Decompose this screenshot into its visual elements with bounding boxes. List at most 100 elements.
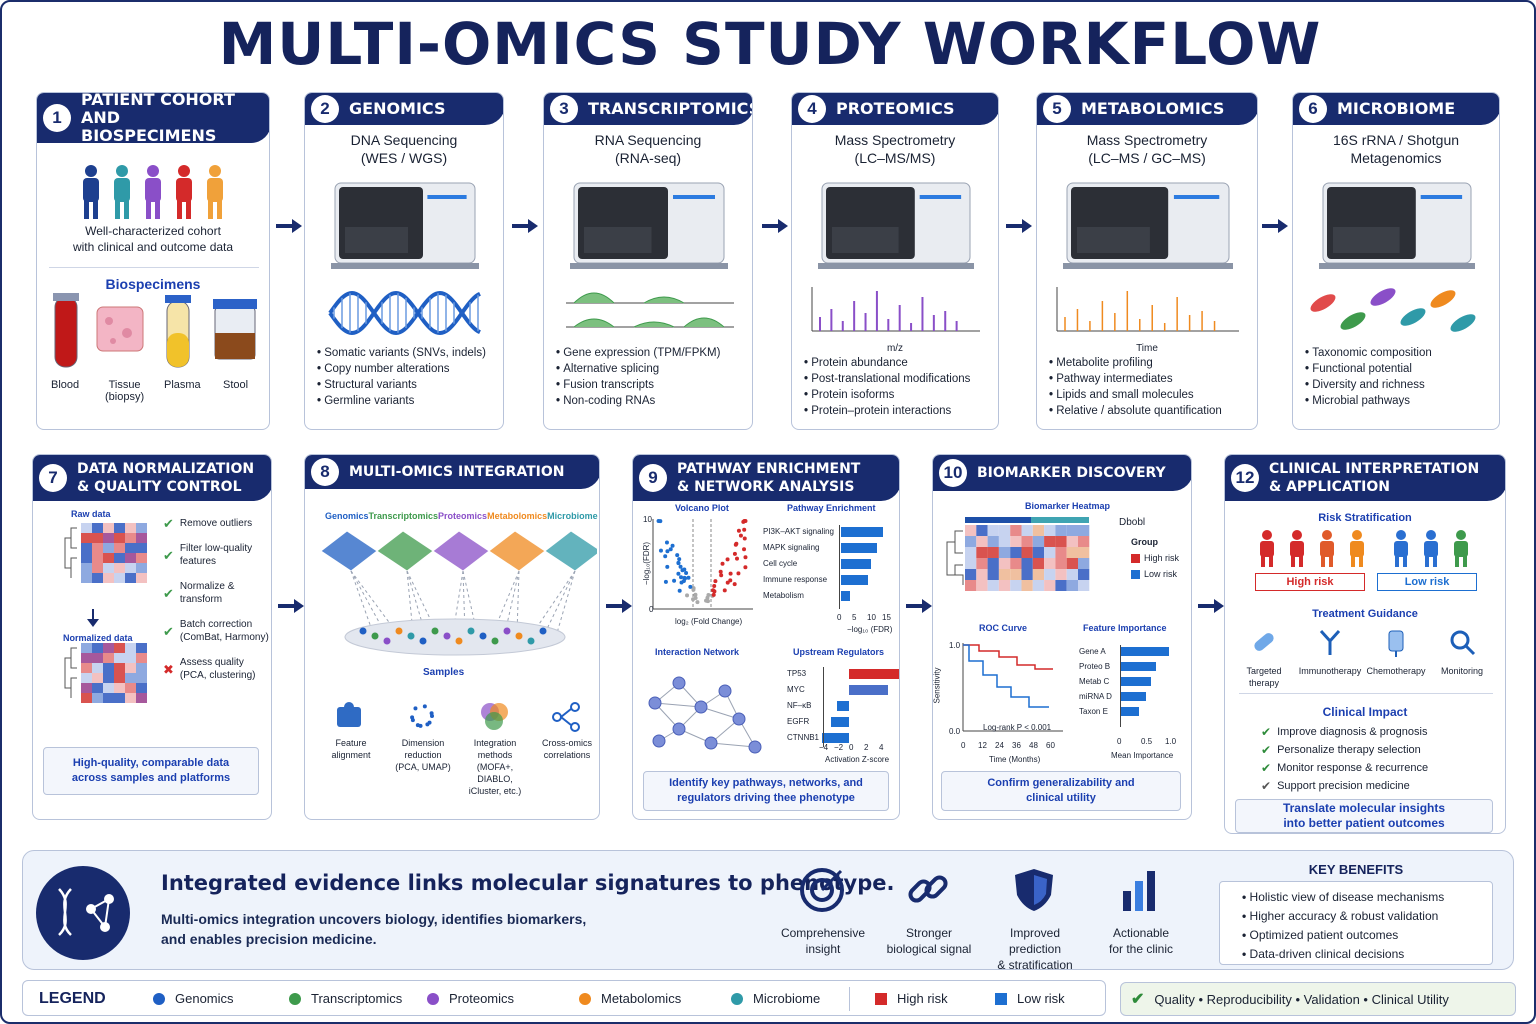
roc-tick: 0	[961, 741, 966, 750]
impact-item: ✔Monitor response & recurrence	[1261, 761, 1429, 775]
flow-arrow-icon	[1198, 599, 1224, 613]
regulator-label: CTNNB1	[787, 733, 820, 742]
feature-item: Post-translational modifications	[804, 371, 970, 387]
treatment-title: Treatment Guidance	[1312, 608, 1418, 620]
feature-label: Proteo B	[1079, 662, 1111, 671]
stage-number: 5	[1043, 95, 1071, 123]
pathway-label: Metabolism	[763, 591, 804, 600]
legend-dot	[427, 992, 439, 1005]
heatmap-tag: Dbobl	[1119, 517, 1146, 528]
integration-layers-graphic	[320, 530, 597, 656]
feature-item: Somatic variants (SNVs, indels)	[317, 345, 486, 361]
tissue-icon	[96, 306, 144, 352]
biospecimen-icons	[53, 293, 257, 368]
stage-normalization: 7 DATA NORMALIZATION& QUALITY CONTROL Ra…	[32, 454, 272, 820]
risk-patient-figures	[1260, 530, 1468, 567]
low-risk-swatch	[1131, 569, 1140, 579]
shield-icon	[1015, 869, 1053, 911]
bar-chart-icon	[1123, 871, 1155, 911]
impact-item: ✔Personalize therapy selection	[1261, 743, 1421, 757]
benefit-item: Holistic view of disease mechanisms	[1242, 888, 1445, 907]
roc-tick: 1.0	[949, 641, 961, 650]
volcano-point	[686, 575, 691, 580]
network-node	[694, 700, 708, 714]
heatmap-graphic	[64, 523, 147, 703]
feature-item: Diversity and richness	[1305, 377, 1432, 393]
check-icon: ✔	[163, 547, 174, 563]
volcano-point	[665, 564, 670, 569]
stage-title: METABOLOMICS	[1081, 99, 1225, 118]
iv-bag-icon	[1388, 630, 1404, 657]
stage-subtitle: (LC–MS / GC–MS)	[1088, 150, 1206, 166]
signal-graphic	[328, 290, 481, 336]
stage-subtitle: RNA Sequencing	[594, 132, 702, 148]
stage-title: TRANSCRIPTOMICS	[588, 99, 753, 118]
feature-item: Protein–protein interactions	[804, 403, 970, 419]
check-icon: ✔	[1261, 725, 1272, 739]
pathway-bar	[841, 591, 850, 601]
signal-graphic	[1056, 287, 1239, 332]
stage-title: CLINICAL INTERPRETATION	[1269, 461, 1480, 477]
group-low: Low risk	[1144, 569, 1178, 579]
volcano-point	[725, 580, 730, 585]
check-icon: ✔	[1131, 991, 1145, 1008]
summary-headline: Integrated evidence links molecular sign…	[161, 871, 895, 895]
instrument-icon	[1063, 182, 1233, 269]
volcano-point	[688, 584, 693, 589]
feature-item: Relative / absolute quantification	[1049, 403, 1222, 419]
low-risk-label: Low risk	[1377, 573, 1477, 591]
stage-biomarker: 10 BIOMARKER DISCOVERY Biomarker Heatmap…	[932, 454, 1192, 820]
roc-low-line	[963, 644, 1049, 708]
volcano-point	[743, 565, 748, 570]
stage-number: 4	[798, 95, 826, 123]
specimen-label: Stool	[223, 379, 249, 391]
stage-number: 12	[1231, 464, 1259, 492]
volcano-point	[672, 578, 677, 583]
roc-high-line	[963, 644, 1053, 670]
pathway-bar	[841, 575, 868, 585]
stage-number: 6	[1299, 95, 1327, 123]
sample-dot	[503, 627, 511, 635]
volcano-point	[742, 547, 747, 552]
flow-arrow-icon	[278, 599, 304, 613]
pill-icon	[1254, 633, 1274, 651]
legend-item: Microbiome	[731, 991, 820, 1006]
feature-bar	[1121, 647, 1169, 656]
volcano-xlabel: log₂ (Fold Change)	[675, 617, 743, 626]
volcano-point	[734, 541, 739, 546]
check-icon: ✔	[163, 623, 174, 639]
volcano-point	[679, 580, 684, 585]
feature-item: Functional potential	[1305, 361, 1432, 377]
volcano-point	[684, 570, 689, 575]
volcano-point	[677, 557, 682, 562]
ur-tick: −4	[819, 743, 829, 752]
stage-title: & APPLICATION	[1269, 479, 1390, 495]
volcano-point	[704, 598, 709, 603]
volcano-point	[712, 589, 717, 594]
volcano-point	[743, 555, 748, 560]
stage-title: MICROBIOME	[1337, 99, 1456, 118]
fi-tick: 1.0	[1165, 737, 1177, 746]
person-icon	[1426, 530, 1436, 540]
stage-number: 9	[639, 464, 667, 492]
key-benefits-title: KEY BENEFITS	[1308, 862, 1404, 877]
legend-swatch	[875, 992, 887, 1005]
volcano-point	[663, 579, 668, 584]
raw-data-label: Raw data	[71, 509, 111, 519]
roc-xlabel: Time (Months)	[989, 755, 1041, 764]
person-icon	[85, 165, 97, 177]
stage-number: 7	[39, 464, 67, 492]
regulator-bar	[849, 685, 888, 695]
legend-dot	[153, 992, 165, 1005]
ur-axis	[823, 667, 824, 747]
